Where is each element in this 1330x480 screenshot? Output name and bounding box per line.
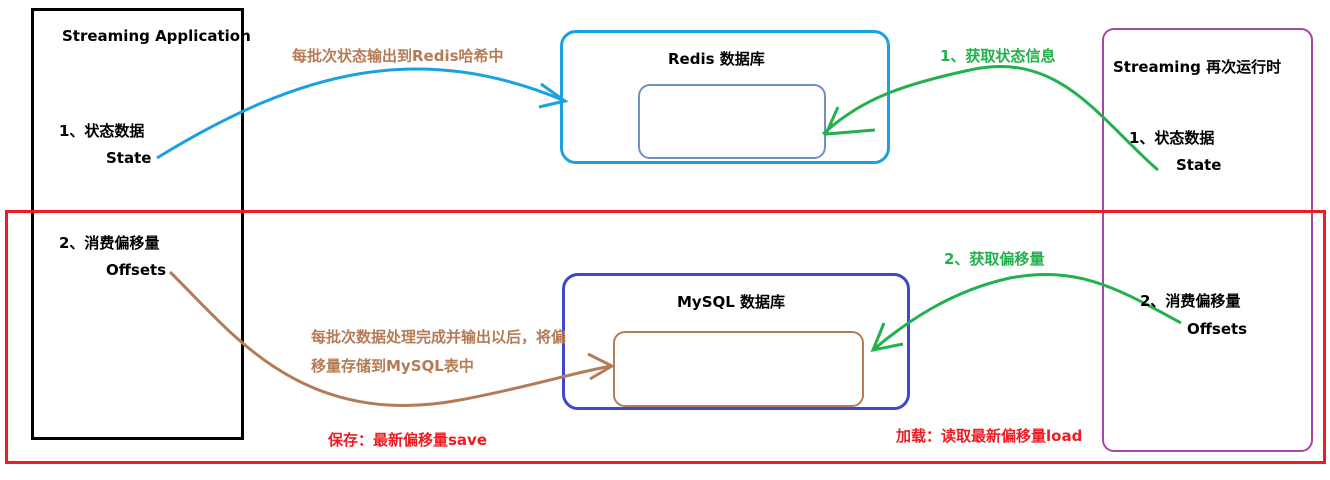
redis-title: Redis 数据库 — [668, 50, 765, 68]
offsets-store-label-line2: 移量存储到MySQL表中 — [311, 357, 474, 375]
get-state-label: 1、获取状态信息 — [940, 47, 1056, 65]
right-offsets-heading: 2、消费偏移量 — [1140, 292, 1241, 310]
right-offsets-label: Offsets — [1187, 320, 1248, 338]
save-note: 保存：最新偏移量save — [328, 431, 488, 449]
left-state-label: State — [106, 149, 152, 167]
offset-highlight-frame — [5, 210, 1326, 464]
mysql-title: MySQL 数据库 — [677, 293, 786, 311]
load-note: 加载：读取最新偏移量load — [896, 427, 1083, 445]
state-output-label: 每批次状态输出到Redis哈希中 — [292, 47, 504, 65]
offsets-store-label-line1: 每批次数据处理完成并输出以后，将偏 — [311, 328, 567, 346]
left-app-title: Streaming Application — [62, 27, 251, 45]
right-app-box — [1102, 28, 1313, 452]
left-app-box — [31, 8, 244, 440]
get-offsets-label: 2、获取偏移量 — [944, 250, 1045, 268]
left-offsets-heading: 2、消费偏移量 — [59, 234, 160, 252]
right-state-label: State — [1176, 156, 1222, 174]
redis-inner-box — [638, 84, 826, 159]
right-state-heading: 1、状态数据 — [1129, 129, 1215, 147]
left-state-heading: 1、状态数据 — [59, 122, 145, 140]
right-app-title: Streaming 再次运行时 — [1113, 58, 1282, 76]
left-offsets-label: Offsets — [106, 261, 167, 279]
